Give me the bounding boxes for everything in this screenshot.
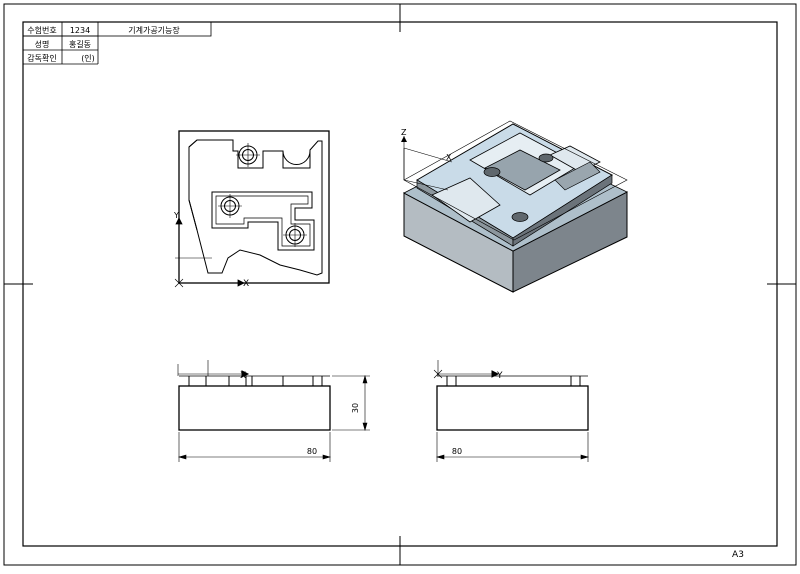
inner-border	[22, 21, 778, 547]
height-label: 30	[351, 403, 360, 413]
name-label: 성명	[35, 39, 50, 49]
front-view	[177, 360, 331, 431]
centering-marks	[4, 4, 796, 565]
front-width-label: 80	[307, 447, 317, 456]
iso-z-label: Z	[401, 128, 407, 137]
supervisor-value: (인)	[81, 53, 95, 63]
side-view-y-label: Y	[496, 371, 503, 381]
exam-no-value: 1234	[70, 26, 90, 35]
outer-border	[3, 3, 797, 566]
side-width-label: 80	[452, 447, 462, 456]
exam-no-label: 수험번호	[27, 26, 56, 35]
sheet-size-label: A3	[732, 550, 744, 560]
front-view-x-label: X	[240, 371, 246, 381]
height-dimension	[332, 374, 370, 432]
side-view	[433, 360, 589, 431]
side-width-dimension	[435, 432, 590, 462]
top-view-x-label: X	[243, 279, 249, 289]
iso-x-label: X	[446, 153, 452, 162]
supervisor-label: 감독확인	[27, 53, 56, 63]
isometric-view	[401, 120, 628, 293]
name-value: 홍길동	[69, 39, 91, 49]
top-view-axis-symbol	[174, 217, 245, 288]
drawing-title: 기계가공기능장	[128, 25, 180, 35]
front-width-dimension	[177, 432, 332, 462]
title-block	[22, 21, 212, 65]
top-view	[178, 130, 330, 284]
top-view-y-label: Y	[173, 211, 179, 220]
